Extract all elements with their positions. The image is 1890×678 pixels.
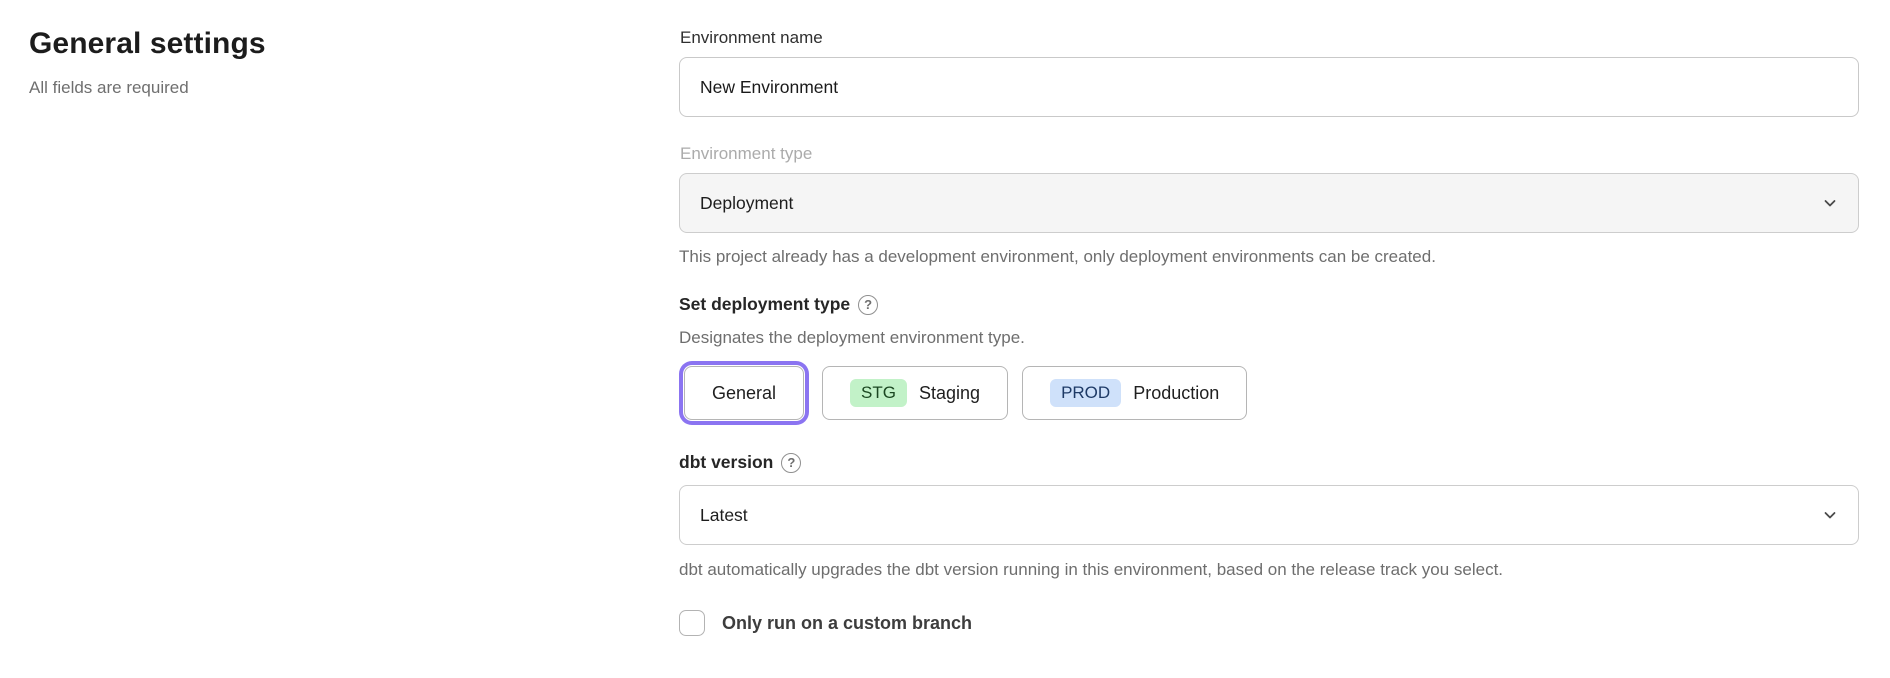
environment-type-select: Deployment <box>679 173 1859 233</box>
deployment-type-staging-label: Staging <box>919 382 981 403</box>
staging-badge: STG <box>850 379 907 407</box>
dbt-version-helper: dbt automatically upgrades the dbt versi… <box>679 560 1504 579</box>
deployment-type-production-button[interactable]: PROD Production <box>1022 366 1248 420</box>
dbt-version-value: Latest <box>700 504 748 525</box>
production-badge: PROD <box>1050 379 1122 407</box>
deployment-type-general-button[interactable]: General <box>684 366 805 420</box>
chevron-down-icon <box>1822 507 1838 523</box>
custom-branch-checkbox[interactable] <box>679 610 705 636</box>
custom-branch-label[interactable]: Only run on a custom branch <box>722 612 973 633</box>
deployment-type-production-label: Production <box>1133 382 1220 403</box>
page-subtitle: All fields are required <box>29 78 189 97</box>
help-icon[interactable]: ? <box>858 294 879 315</box>
deployment-type-helper: Designates the deployment environment ty… <box>679 328 1025 347</box>
chevron-down-icon <box>1822 195 1838 211</box>
environment-settings-form: Environment name Environment type Deploy… <box>679 27 1859 636</box>
environment-name-label: Environment name <box>680 28 823 47</box>
deployment-type-general-label: General <box>712 382 777 403</box>
environment-name-input[interactable] <box>679 57 1859 117</box>
deployment-type-staging-button[interactable]: STG Staging <box>822 366 1009 420</box>
environment-type-helper: This project already has a development e… <box>679 247 1436 266</box>
environment-type-value: Deployment <box>700 192 794 213</box>
dbt-version-label: dbt version <box>679 452 774 472</box>
dbt-version-select[interactable]: Latest <box>679 485 1859 545</box>
page-title: General settings <box>29 27 266 60</box>
deployment-type-label: Set deployment type <box>679 294 851 314</box>
help-icon[interactable]: ? <box>781 452 802 473</box>
page-header: General settings All fields are required <box>29 27 266 98</box>
custom-branch-row: Only run on a custom branch <box>679 610 1859 636</box>
deployment-type-header: Set deployment type ? <box>679 294 1859 315</box>
deployment-type-options: General STG Staging PROD Production <box>679 366 1859 420</box>
environment-type-label: Environment type <box>680 144 813 163</box>
dbt-version-header: dbt version ? <box>679 452 1859 473</box>
